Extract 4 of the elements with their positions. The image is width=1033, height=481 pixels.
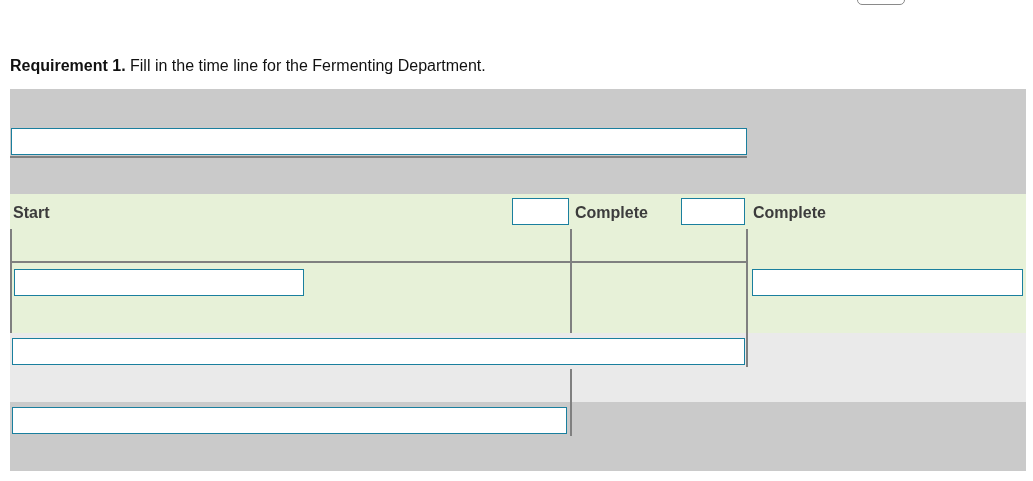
complete-label: Complete: [575, 204, 648, 222]
complete-label: Complete: [753, 204, 826, 222]
start-label: Start: [13, 204, 50, 222]
instruction-text: Requirement 1. Fill in the time line for the Fermenting Department.: [10, 56, 486, 76]
